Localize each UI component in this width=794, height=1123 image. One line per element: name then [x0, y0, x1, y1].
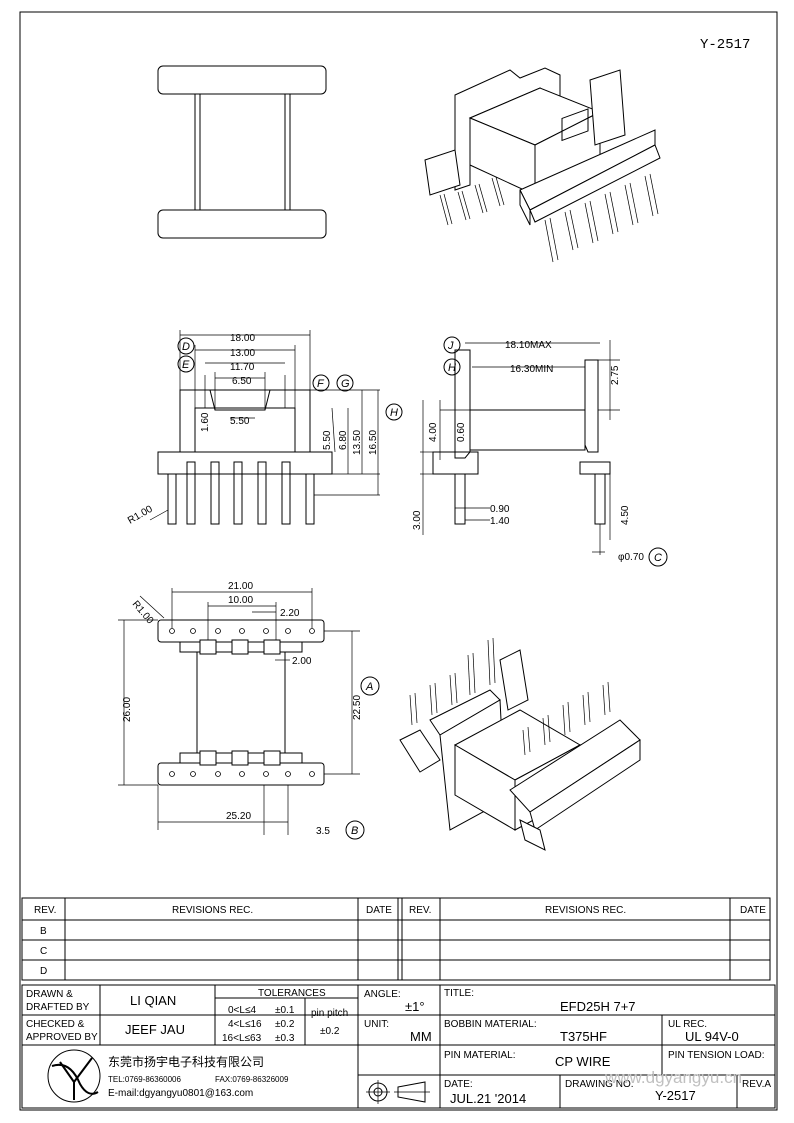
- front-view: 18.00 13.00 11.70 6.50 5.50 1.60 5.50 6.…: [126, 330, 403, 527]
- bobbin-material-label: BOBBIN MATERIAL:: [444, 1019, 537, 1030]
- callout-h2: H: [448, 362, 456, 374]
- dim-13-50: 13.50: [352, 430, 363, 455]
- title-block: DRAWN & DRAFTED BY LI QIAN CHECKED & APP…: [21, 984, 776, 1109]
- dim-13: 13.00: [230, 348, 255, 359]
- revisions-table: REV. REVISIONS REC. DATE REV. REVISIONS …: [21, 897, 771, 981]
- checked-label-2: APPROVED BY: [26, 1032, 98, 1043]
- dim-2-20: 2.20: [280, 608, 300, 619]
- dim-6-80: 6.80: [338, 430, 349, 450]
- pin-material-label: PIN MATERIAL:: [444, 1050, 516, 1061]
- rev-header-right: REV.: [409, 905, 431, 916]
- tol-range-2: 4<L≤16: [228, 1019, 262, 1030]
- callout-g: G: [341, 378, 350, 390]
- dim-5-50b: 5.50: [322, 430, 333, 450]
- company-logo: [47, 1049, 101, 1103]
- checked-name: JEEF JAU: [125, 1022, 185, 1037]
- callout-b: B: [351, 825, 358, 837]
- rev-row-b: B: [40, 926, 47, 937]
- dim-3-00: 3.00: [412, 510, 423, 530]
- drawn-label-1: DRAWN &: [26, 989, 73, 1000]
- drawn-label-2: DRAFTED BY: [26, 1002, 90, 1013]
- dim-16-50: 16.50: [368, 430, 379, 455]
- dim-25-20: 25.20: [226, 811, 251, 822]
- tol-value-2: ±0.2: [275, 1019, 295, 1030]
- dim-5-50a: 5.50: [230, 416, 250, 427]
- rev-row-c: C: [40, 946, 47, 957]
- callout-d: D: [182, 341, 190, 353]
- title-label: TITLE:: [444, 988, 474, 999]
- top-view: 21.00 10.00 2.20 2.00 R1.00 26.00 22.50 …: [118, 581, 380, 840]
- dim-26: 26.00: [122, 697, 133, 722]
- callout-h: H: [390, 407, 398, 419]
- angle-label: ANGLE:: [364, 989, 401, 1000]
- part-number: Y-2517: [700, 37, 750, 53]
- dim-1-60: 1.60: [200, 412, 211, 432]
- dim-0-60: 0.60: [456, 422, 467, 442]
- callout-c: C: [654, 552, 662, 564]
- dim-1-40: 1.40: [490, 516, 510, 527]
- dim-21: 21.00: [228, 581, 253, 592]
- dim-10: 10.00: [228, 595, 253, 606]
- title-value: EFD25H 7+7: [560, 999, 636, 1014]
- rev-header-left: REV.: [34, 905, 56, 916]
- bobbin-material-value: T375HF: [560, 1029, 607, 1044]
- callout-f: F: [317, 378, 325, 390]
- drawn-name: LI QIAN: [130, 993, 176, 1008]
- unit-value: MM: [410, 1029, 432, 1044]
- ul-rec-label: UL REC.: [668, 1019, 707, 1030]
- dim-3-5: 3.5: [316, 826, 330, 837]
- tolerances-label: TOLERANCES: [258, 988, 326, 999]
- dim-18-10max: 18.10MAX: [505, 340, 552, 351]
- date-label: DATE:: [444, 1079, 473, 1090]
- dim-16-30min: 16.30MIN: [510, 364, 553, 375]
- company-tel: TEL:0769-86360006: [108, 1075, 182, 1084]
- dim-4-50: 4.50: [620, 505, 631, 525]
- revs-header-left: REVISIONS REC.: [172, 905, 253, 916]
- dim-0-90: 0.90: [490, 504, 510, 515]
- isometric-view-top: [424, 67, 661, 263]
- checked-label-1: CHECKED &: [26, 1019, 85, 1030]
- dim-2-75: 2.75: [610, 365, 621, 385]
- revs-header-right: REVISIONS REC.: [545, 905, 626, 916]
- watermark: www.dgyangyu.cn: [604, 1068, 742, 1087]
- rev-row-d: D: [40, 966, 47, 977]
- unit-label: UNIT:: [364, 1019, 389, 1030]
- date-value: JUL.21 '2014: [450, 1091, 526, 1106]
- dim-4-00: 4.00: [428, 422, 439, 442]
- dim-6-50: 6.50: [232, 376, 252, 387]
- date-header-left: DATE: [366, 905, 392, 916]
- tol-range-1: 0<L≤4: [228, 1005, 256, 1016]
- dim-r1-a: R1.00: [126, 504, 155, 527]
- sheet-border: [19, 11, 778, 1111]
- tol-value-1: ±0.1: [275, 1005, 295, 1016]
- dim-2-00: 2.00: [292, 656, 312, 667]
- pin-pitch-label: pin pitch: [311, 1008, 348, 1019]
- angle-value: ±1°: [405, 999, 425, 1014]
- section-view: 18.10MAX 16.30MIN 2.75 4.00 0.60 3.00 0.…: [412, 336, 668, 567]
- drawing-no-label: DRAWING NO.: [565, 1079, 634, 1090]
- dim-22-50: 22.50: [352, 695, 363, 720]
- date-header-right: DATE: [740, 905, 766, 916]
- callout-j: J: [447, 340, 454, 352]
- company-fax: FAX:0769-86326009: [215, 1075, 289, 1084]
- callout-a: A: [365, 681, 373, 693]
- dim-pin-dia: φ0.70: [618, 552, 644, 563]
- dim-18: 18.00: [230, 333, 255, 344]
- side-view: [157, 65, 327, 239]
- pin-tension-label: PIN TENSION LOAD:: [668, 1050, 765, 1061]
- tol-value-3: ±0.3: [275, 1033, 295, 1044]
- pin-material-value: CP WIRE: [555, 1054, 611, 1069]
- isometric-view-bottom: [399, 637, 641, 851]
- rev-a-label: REV.A: [742, 1079, 771, 1090]
- company-email: E-mail:dgyangyu0801@163.com: [108, 1088, 253, 1099]
- tol-range-3: 16<L≤63: [222, 1033, 262, 1044]
- ul-rec-value: UL 94V-0: [685, 1029, 739, 1044]
- pin-pitch-value: ±0.2: [320, 1026, 340, 1037]
- callout-e: E: [182, 359, 190, 371]
- drawing-no-value: Y-2517: [655, 1088, 696, 1103]
- company-name: 东莞市扬宇电子科技有限公司: [108, 1054, 264, 1069]
- dim-r1-b: R1.00: [130, 599, 156, 627]
- dim-11-70: 11.70: [230, 362, 255, 373]
